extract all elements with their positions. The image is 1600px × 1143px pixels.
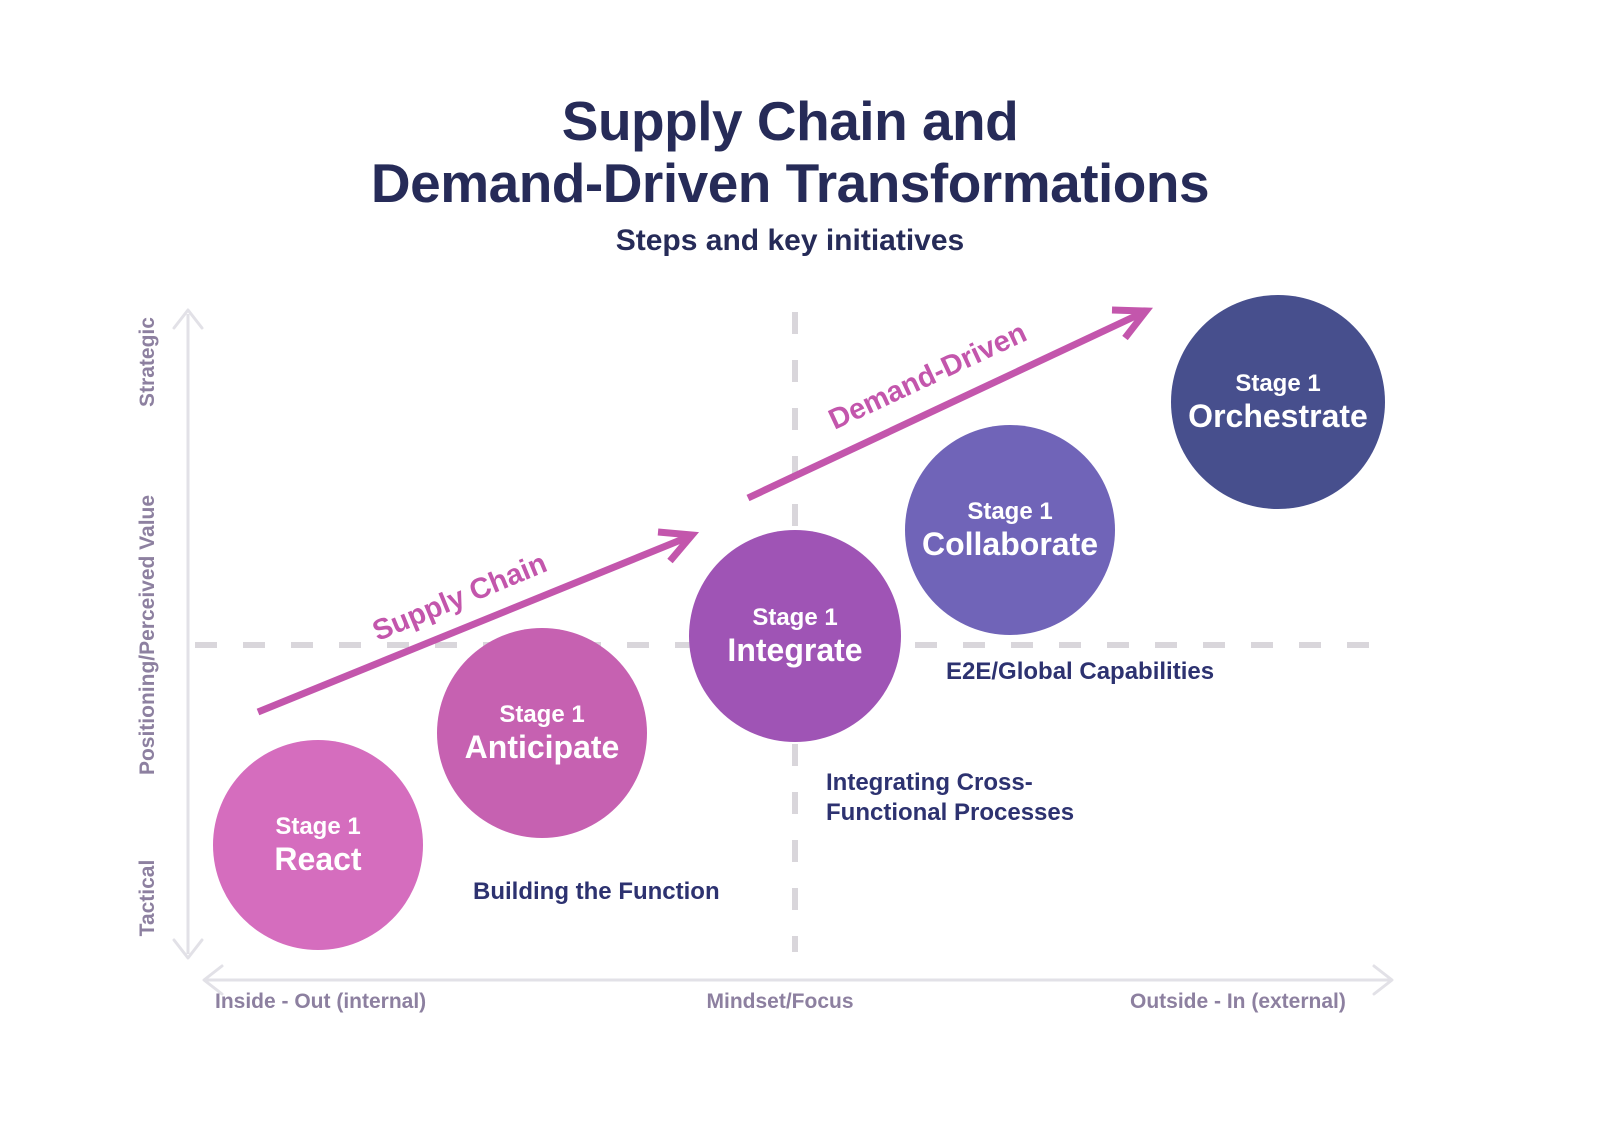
y-axis-title: Positioning/Perceived Value [136, 494, 159, 776]
stage-circle-anticipate: Stage 1 Anticipate [437, 628, 647, 838]
demand-driven-arrowhead-icon [1111, 306, 1153, 341]
y-axis-label-tactical: Tactical [136, 859, 159, 937]
supply-chain-arrow-line [256, 533, 690, 716]
stage-label: Stage 1 [967, 498, 1053, 525]
stage-name: Anticipate [464, 729, 620, 765]
stage-circle-react: Stage 1 React [213, 740, 423, 950]
y-axis-up-arrow-icon [172, 308, 204, 330]
stage-name: Orchestrate [1188, 398, 1368, 434]
page-subtitle: Steps and key initiatives [615, 224, 965, 257]
annotation-building-the-function: Building the Function [473, 878, 720, 905]
annotation-integrating-cross-functional: Integrating Cross-Functional Processes [826, 769, 1075, 826]
demand-driven-arrow-line [746, 309, 1144, 502]
stage-label: Stage 1 [1235, 370, 1321, 397]
stage-label: Stage 1 [275, 813, 361, 840]
x-axis-label-inside-out: Inside - Out (internal) [215, 990, 427, 1013]
stage-label: Stage 1 [499, 701, 585, 728]
stage-name: Collaborate [921, 526, 1099, 562]
stage-name: Integrate [727, 632, 863, 668]
annotation-e2e-global-capabilities: E2E/Global Capabilities [946, 658, 1215, 685]
x-axis-label-outside-in: Outside - In (external) [1130, 990, 1346, 1013]
page-title-line2: Demand-Driven Transformations [370, 152, 1210, 214]
x-axis-right-arrow-icon [1372, 964, 1394, 996]
stage-name: React [274, 841, 362, 877]
x-axis-left-arrow-icon [202, 964, 224, 996]
x-axis-title: Mindset/Focus [706, 990, 854, 1013]
supply-chain-arrowhead-icon [657, 528, 700, 564]
stage-circle-orchestrate: Stage 1 Orchestrate [1171, 295, 1385, 509]
stage-circle-integrate: Stage 1 Integrate [689, 530, 901, 742]
y-axis-label-strategic: Strategic [136, 317, 159, 407]
page-title: Supply Chain and Demand-Driven Transform… [0, 90, 1580, 214]
page-title-line1: Supply Chain and [561, 90, 1019, 152]
stage-label: Stage 1 [752, 604, 838, 631]
y-axis-down-arrow-icon [172, 938, 204, 960]
stage-circle-collaborate: Stage 1 Collaborate [905, 425, 1115, 635]
